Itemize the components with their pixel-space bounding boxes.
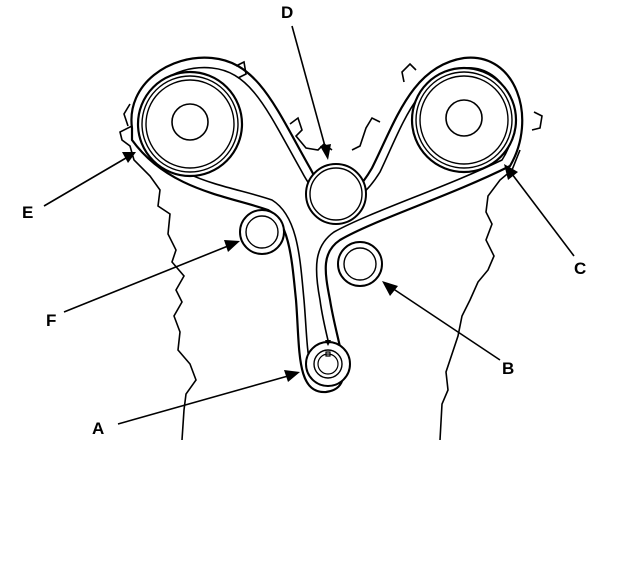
belt-inner-edge (139, 66, 515, 383)
water-pump-pulley (305, 163, 367, 225)
arrowhead-d (320, 144, 331, 160)
label-c: C (574, 259, 586, 278)
label-d: D (281, 3, 293, 22)
crankshaft-pulley (305, 340, 351, 387)
belt-outer-edge (130, 56, 524, 394)
label-f: F (46, 311, 56, 330)
leader-line-e (43, 157, 127, 207)
triangle-down-icon (325, 340, 331, 346)
arrowhead-c (504, 164, 518, 180)
label-b: B (502, 359, 514, 378)
callout-labels: D E C F B A (22, 3, 586, 438)
label-a: A (92, 419, 104, 438)
right-camshaft-pulley (410, 66, 518, 174)
label-e: E (22, 203, 33, 222)
arrowhead-f (224, 240, 240, 252)
tensioner-pulley (337, 241, 383, 287)
leader-line-b (391, 287, 501, 361)
arrowhead-e (122, 152, 136, 163)
timing-mark-dot (325, 351, 331, 357)
arrowhead-a (284, 370, 300, 382)
leader-line-a (117, 375, 289, 425)
leader-line-c (511, 173, 575, 257)
leader-line-d (291, 25, 327, 151)
leader-lines (43, 25, 575, 425)
leader-line-f (63, 245, 229, 313)
left-camshaft-pulley (136, 70, 244, 178)
idler-pulley (239, 209, 285, 255)
arrowhead-b (382, 281, 398, 296)
timing-belt (130, 56, 524, 394)
